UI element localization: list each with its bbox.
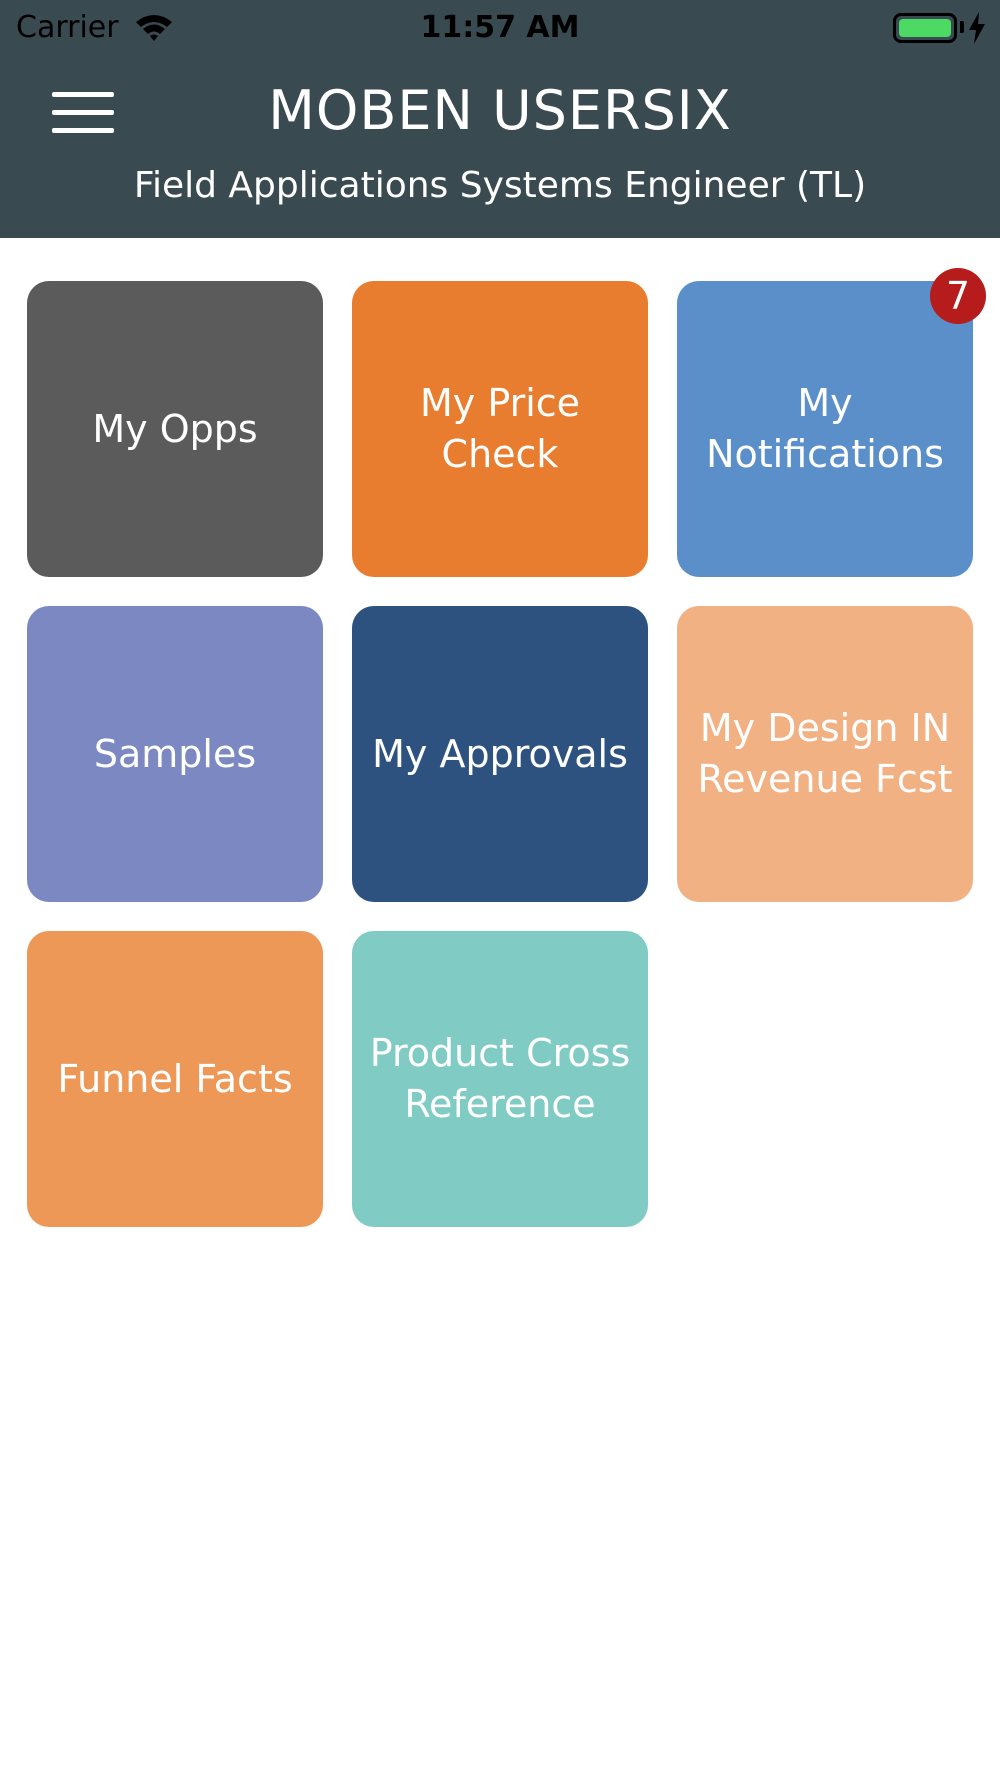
tile-product-cross-reference[interactable]: Product Cross Reference <box>352 931 648 1227</box>
notification-count-badge: 7 <box>930 268 986 324</box>
tile-samples[interactable]: Samples <box>27 606 323 902</box>
tile-label: Funnel Facts <box>57 1056 293 1101</box>
tile-label: My Design IN Revenue Fcst <box>697 706 953 801</box>
status-bar: Carrier 11:57 AM <box>0 0 1000 56</box>
user-name-title: MOBEN USERSIX <box>268 79 732 142</box>
tile-label: Samples <box>93 731 257 776</box>
battery-icon <box>893 13 957 43</box>
tile-label: My Price Check <box>419 381 581 476</box>
tile-funnel-facts[interactable]: Funnel Facts <box>27 931 323 1227</box>
wifi-icon <box>136 15 172 41</box>
tile-my-price-check[interactable]: My Price Check <box>352 281 648 577</box>
tile-my-design-in-revenue-fcst[interactable]: My Design IN Revenue Fcst <box>677 606 973 902</box>
carrier-label: Carrier <box>16 10 119 45</box>
tile-label: Product Cross Reference <box>369 1031 631 1126</box>
hamburger-menu-icon[interactable] <box>52 92 114 134</box>
tile-my-notifications[interactable]: My Notifications <box>677 281 973 577</box>
battery-nub <box>960 21 964 33</box>
tile-my-approvals[interactable]: My Approvals <box>352 606 648 902</box>
user-role-subtitle: Field Applications Systems Engineer (TL) <box>133 165 867 206</box>
battery-level <box>899 19 951 37</box>
status-time: 11:57 AM <box>420 10 580 45</box>
tile-label: My Opps <box>92 406 258 451</box>
tile-label: My Approvals <box>372 731 628 776</box>
tile-my-opps[interactable]: My Opps <box>27 281 323 577</box>
app-header: Carrier 11:57 AM MOBEN USERSIX Field App… <box>0 0 1000 238</box>
tile-label: My Notifications <box>706 381 944 476</box>
charging-bolt-icon <box>969 12 985 44</box>
